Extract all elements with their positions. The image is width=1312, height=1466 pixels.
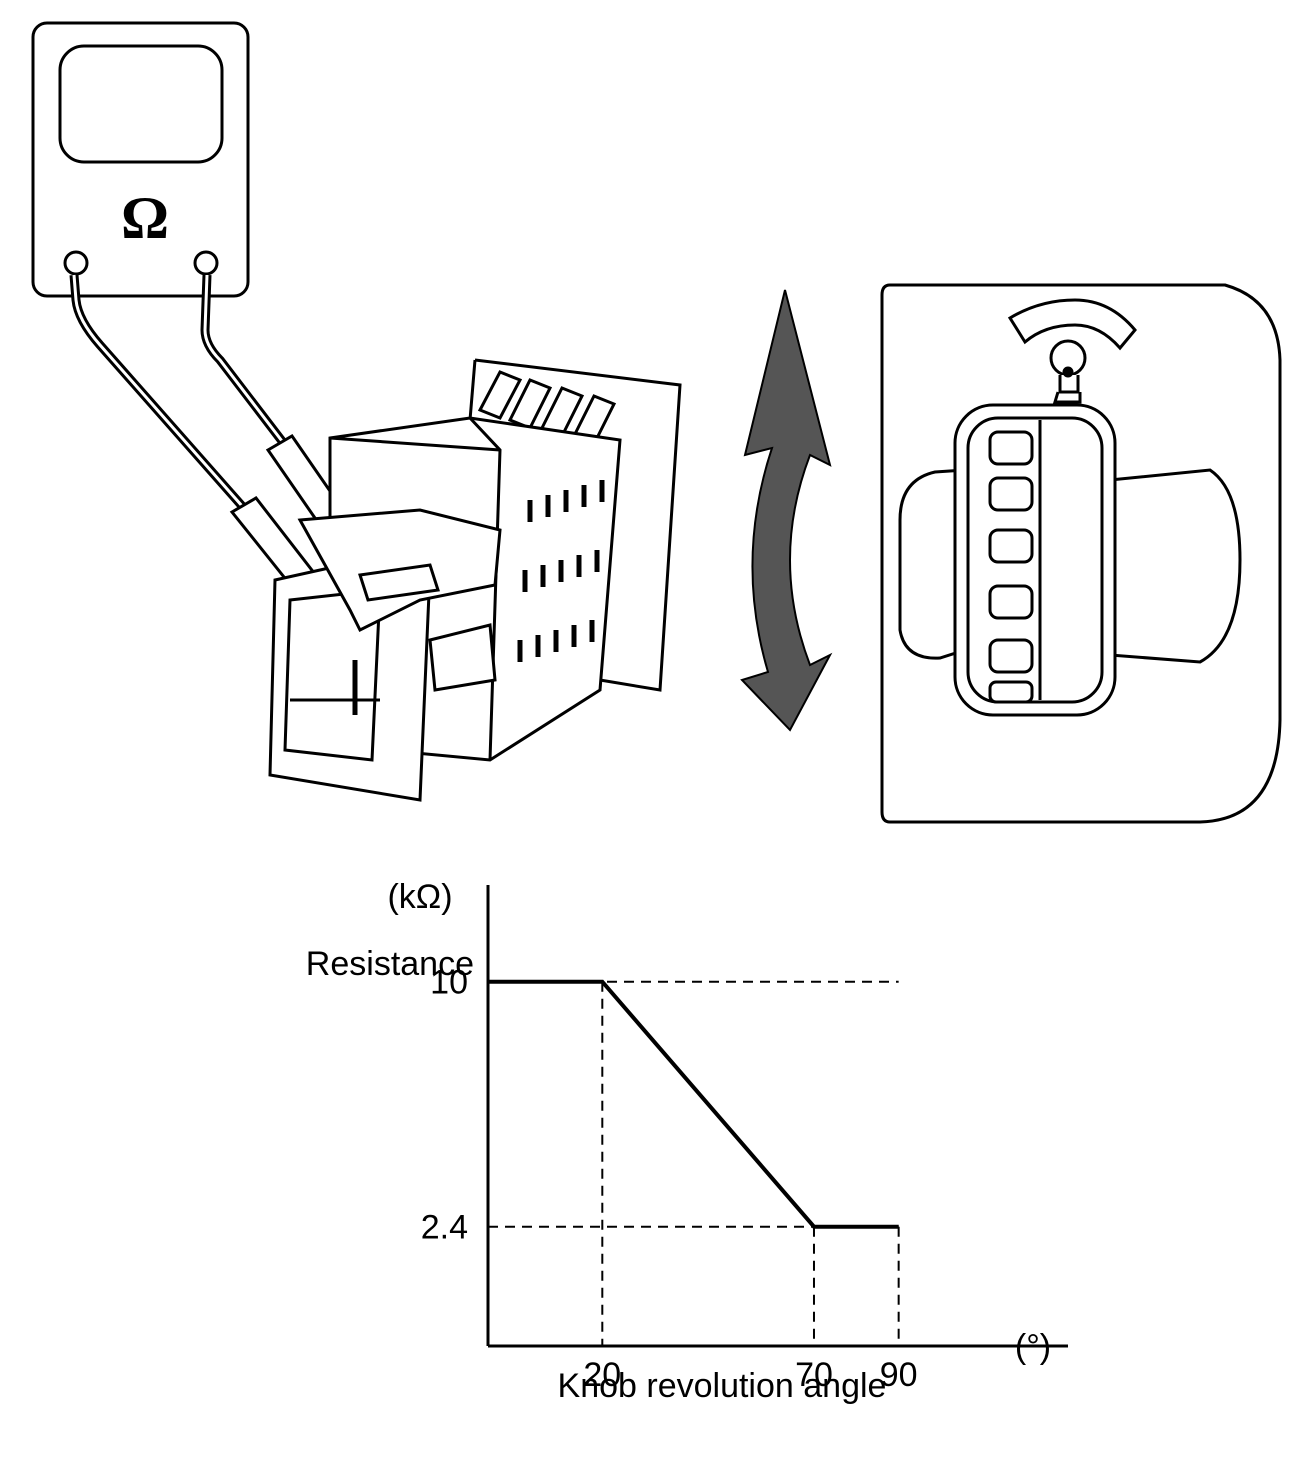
y-axis-label: Resistance (306, 945, 474, 983)
meter-display (58, 44, 224, 164)
meter-ohm-symbol: Ω (121, 185, 169, 251)
meter-terminal-right (193, 250, 219, 276)
reference-lines (488, 980, 900, 1346)
illustration: Ω (31, 21, 1282, 824)
switch-connector (268, 358, 682, 802)
chart-series (488, 979, 899, 1229)
multimeter: Ω (31, 21, 250, 298)
rotation-arrow (740, 289, 833, 732)
y-axis-unit: (kΩ) (387, 878, 452, 916)
x-axis-unit: (°) (1015, 1328, 1051, 1366)
knob-indicators (988, 430, 1034, 704)
x-tick-label: 70 (795, 1356, 833, 1394)
dial-symbol-icon (1007, 298, 1137, 404)
meter-terminal-left (63, 250, 89, 276)
y-tick-label: 10 (430, 964, 468, 1002)
x-axis-label: Knob revolution angle (558, 1367, 887, 1405)
x-tick-label: 90 (880, 1356, 918, 1394)
knob-panel (880, 283, 1282, 824)
chart-axis-labels: (kΩ) Resistance (°) Knob revolution angl… (306, 878, 1051, 1405)
chart-axes (486, 885, 1068, 1348)
x-tick-label: 20 (583, 1356, 621, 1394)
y-tick-label: 2.4 (421, 1209, 468, 1247)
resistance-curve (488, 979, 899, 1229)
chart-tick-labels: 20 70 90 10 2.4 (421, 964, 918, 1394)
